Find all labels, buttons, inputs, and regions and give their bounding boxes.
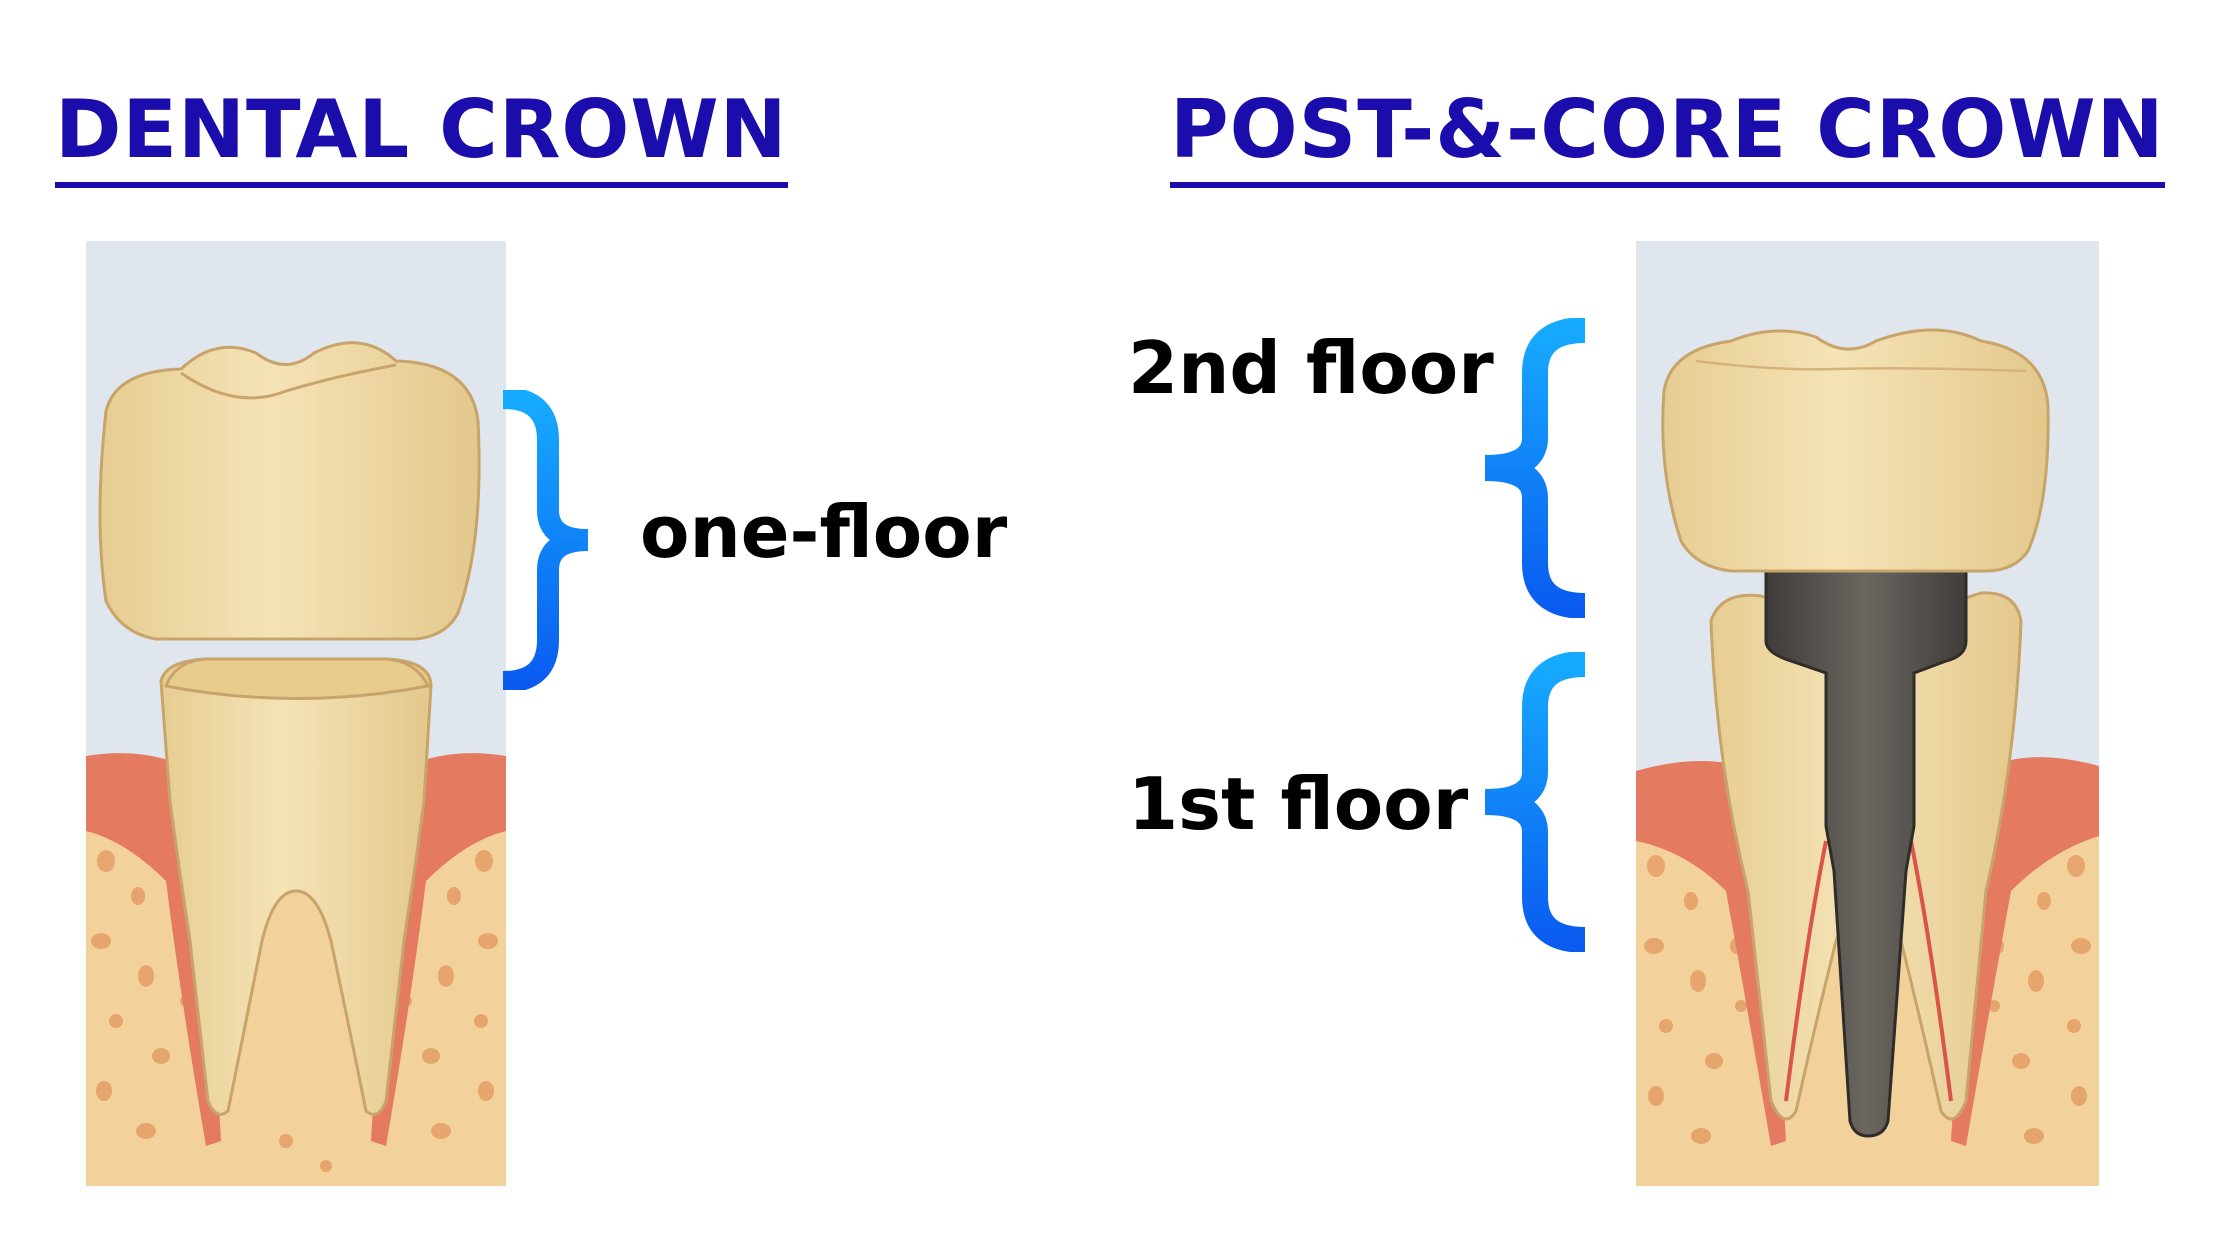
root-canal [1784,840,1953,1102]
bone-spots [1644,855,2091,1144]
one-floor-brace [503,390,589,690]
dental-crown-title: DENTAL CROWN [55,83,788,188]
dental-crown [98,341,481,641]
first-floor-label: 1st floor [1128,762,1469,846]
crown [1661,328,2050,573]
second-floor-brace [1484,318,1585,618]
first-floor-brace [1484,652,1585,952]
one-floor-label: one-floor [640,490,1008,574]
bone-spots [91,850,498,1172]
post-and-core-crown-title: POST-&-CORE CROWN [1170,83,2165,188]
prepared-tooth [159,657,433,1116]
post-and-core-crown-title-text: POST-&-CORE CROWN [1170,83,2165,188]
post-and-core-crown-illustration [1636,241,2099,1186]
second-floor-label: 2nd floor [1128,326,1494,410]
dental-crown-illustration [86,241,506,1186]
post-and-core [1764,559,1968,1138]
dental-crown-title-text: DENTAL CROWN [55,83,788,188]
